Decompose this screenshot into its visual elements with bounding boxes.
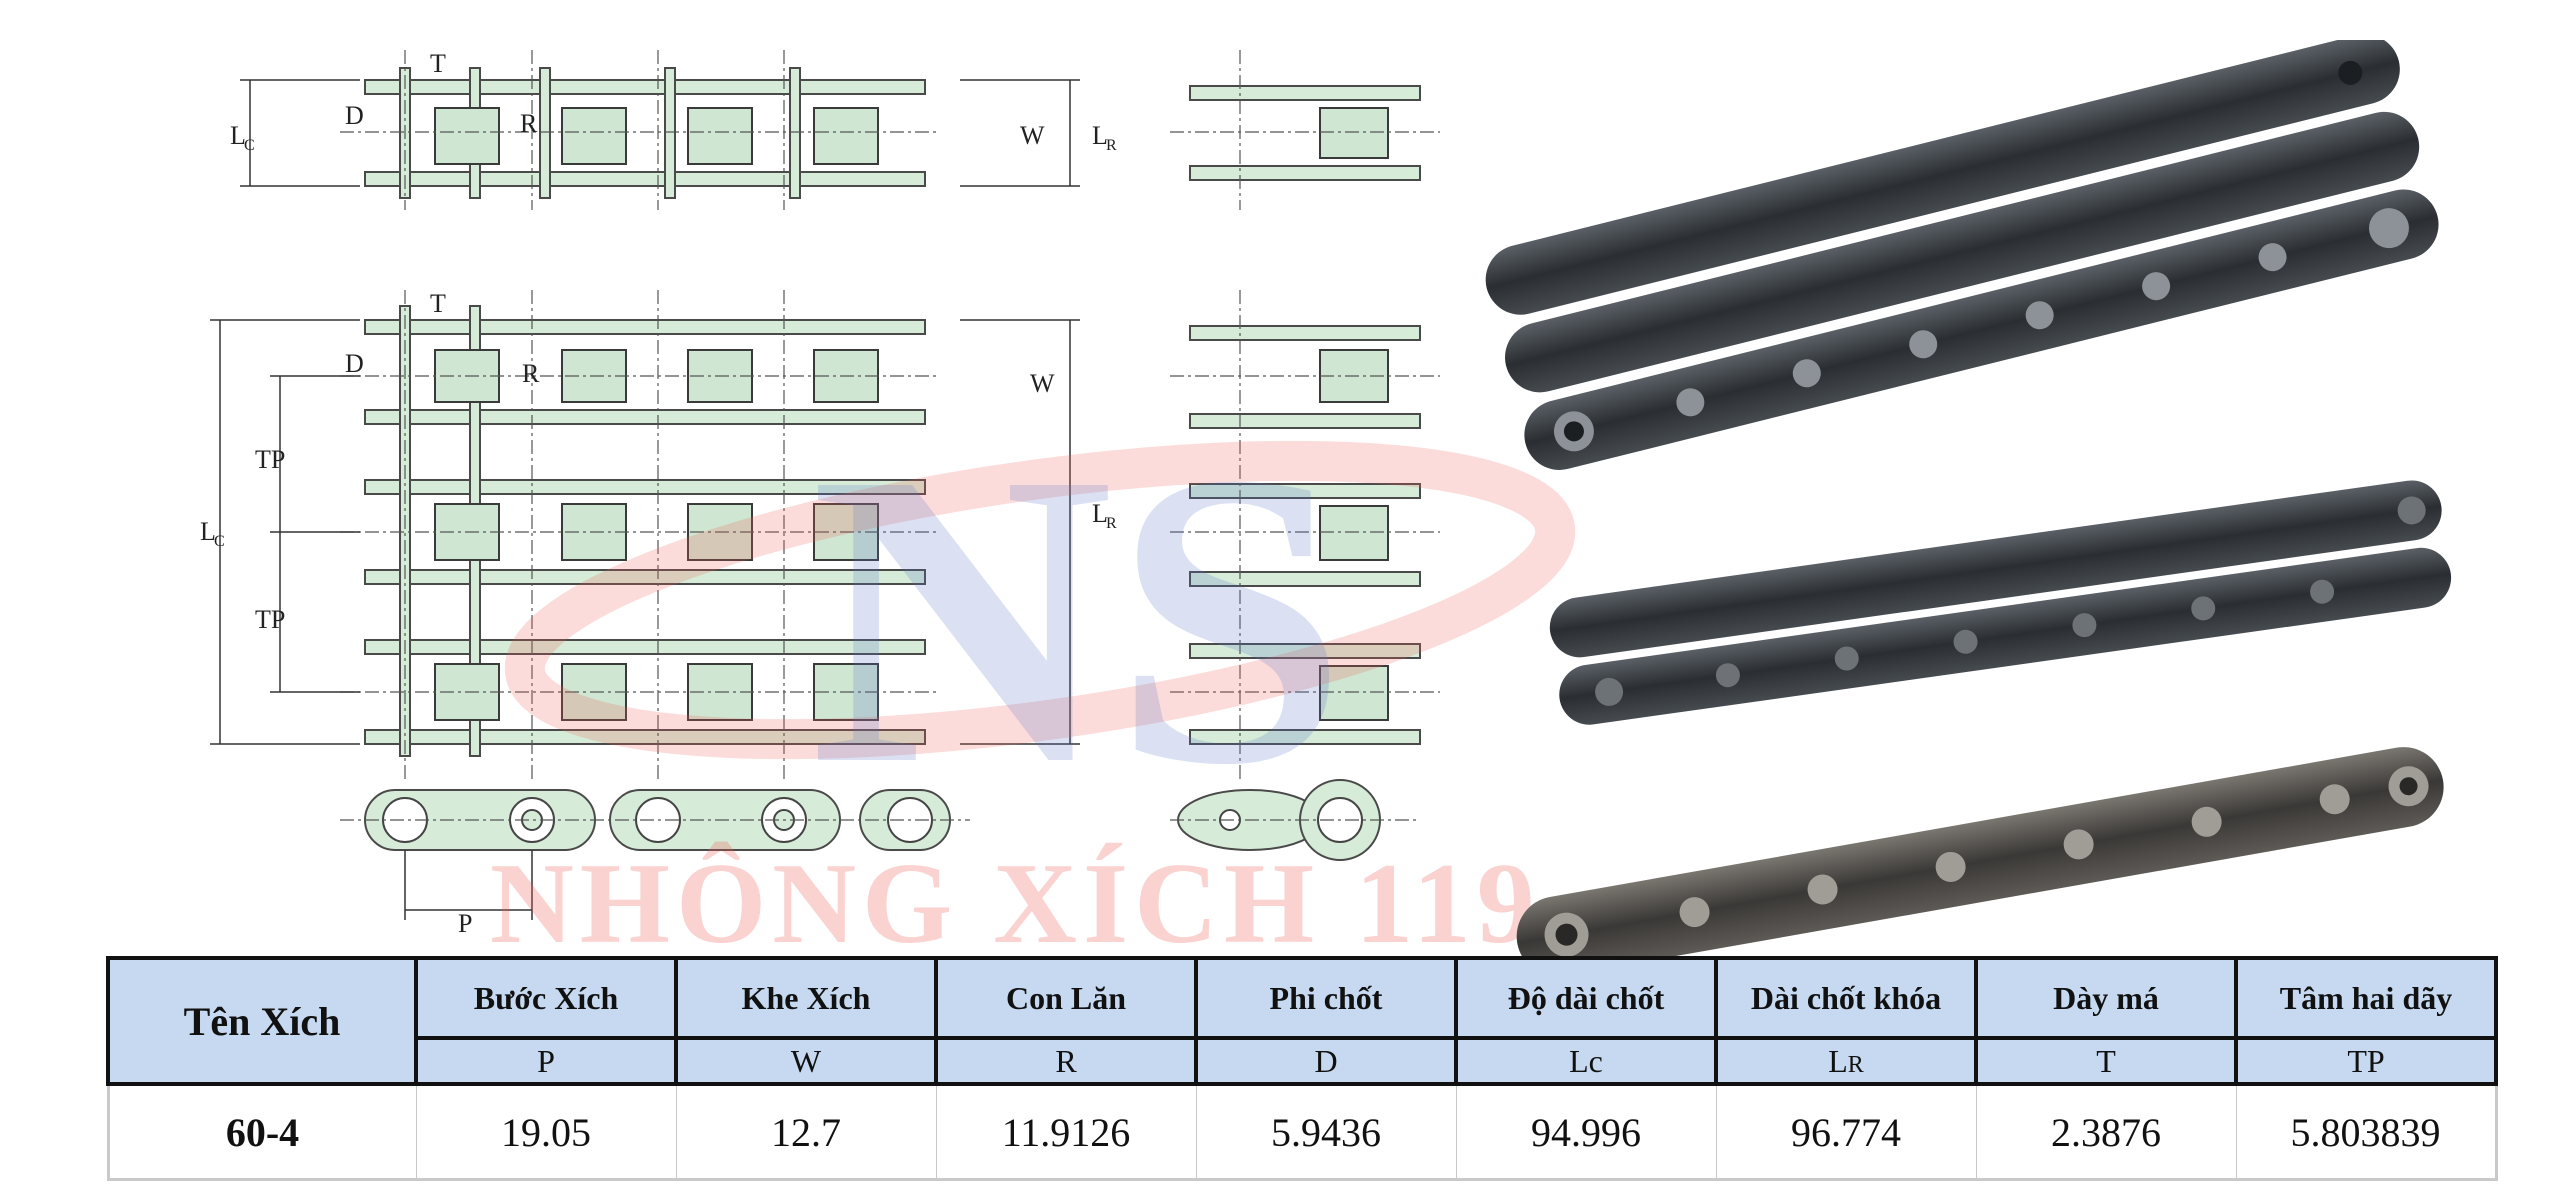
- label-lr-top: L: [1092, 121, 1108, 150]
- photo-double-strand-chain: [1549, 480, 2452, 725]
- triple-strand-plan-view: [210, 290, 940, 780]
- label-d-mid: D: [345, 349, 364, 378]
- symbol-lr-main: L: [1828, 1042, 1848, 1079]
- label-t-mid: T: [430, 289, 446, 318]
- symbol-r: R: [934, 1036, 1198, 1086]
- chain-photos: [1470, 34, 2470, 977]
- cell-lock-pin-length: 96.774: [1715, 1084, 1977, 1181]
- cell-roller: 11.9126: [935, 1084, 1197, 1181]
- header-lock-pin-length: Dài chốt khóa: [1714, 956, 1978, 1040]
- label-lr-mid-sub: R: [1106, 515, 1117, 532]
- cell-pin-diameter: 5.9436: [1195, 1084, 1457, 1181]
- label-lc-mid: L: [200, 517, 216, 546]
- label-w-mid: W: [1030, 369, 1055, 398]
- cell-pin-length: 94.996: [1455, 1084, 1717, 1181]
- symbol-tp: TP: [2234, 1036, 2498, 1086]
- technical-drawings: .pl { fill: #d6ecd8; stroke: #4a4a4a; st…: [140, 20, 1460, 940]
- chain-spec-table: Tên Xích Bước Xích Khe Xích Con Lăn Phi …: [106, 956, 2498, 1181]
- label-w-top: W: [1020, 121, 1045, 150]
- label-lc-top: L: [230, 121, 246, 150]
- header-pin-length: Độ dài chốt: [1454, 956, 1718, 1040]
- header-plate-thickness: Dày má: [1974, 956, 2238, 1040]
- single-strand-side-view: [1170, 50, 1440, 210]
- label-r-mid: R: [522, 359, 540, 388]
- symbol-w: W: [674, 1036, 938, 1086]
- label-p: P: [458, 909, 472, 938]
- header-roller: Con Lăn: [934, 956, 1198, 1040]
- label-lr-mid: L: [1092, 499, 1108, 528]
- cell-inner-width: 12.7: [675, 1084, 937, 1181]
- table-header-row: Tên Xích Bước Xích Khe Xích Con Lăn Phi …: [106, 956, 2498, 1086]
- photo-single-strand-chain: [1516, 747, 2444, 977]
- symbol-t: T: [1974, 1036, 2238, 1086]
- header-inner-width: Khe Xích: [674, 956, 938, 1040]
- label-tp-1: TP: [255, 445, 285, 474]
- table-row: 60-4 19.05 12.7 11.9126 5.9436 94.996 96…: [106, 1084, 2498, 1181]
- link-profile-view: [340, 779, 1420, 920]
- chain-dimension-diagram: .pl { fill: #d6ecd8; stroke: #4a4a4a; st…: [200, 49, 1440, 938]
- symbol-lr-sub: R: [1847, 1051, 1864, 1078]
- label-lc-top-sub: C: [244, 137, 255, 154]
- cell-plate-thickness: 2.3876: [1975, 1084, 2237, 1181]
- header-chain-name: Tên Xích: [106, 956, 418, 1086]
- cell-pitch: 19.05: [415, 1084, 677, 1181]
- symbol-d: D: [1194, 1036, 1458, 1086]
- label-r-top: R: [520, 109, 538, 138]
- triple-strand-side-view: [1170, 290, 1440, 780]
- label-lr-top-sub: R: [1106, 137, 1117, 154]
- table-symbol-row: P W R D Lc LR T TP: [108, 1036, 2498, 1086]
- label-lc-mid-sub: C: [214, 533, 225, 550]
- label-d-top: D: [345, 101, 364, 130]
- label-t-top: T: [430, 49, 446, 78]
- cell-transverse-pitch: 5.803839: [2235, 1084, 2498, 1181]
- header-pitch: Bước Xích: [414, 956, 678, 1040]
- label-tp-2: TP: [255, 605, 285, 634]
- watermark-text: NHÔNG XÍCH 119: [490, 840, 1541, 968]
- header-transverse-pitch: Tâm hai dãy: [2234, 956, 2498, 1040]
- header-pin-diameter: Phi chốt: [1194, 956, 1458, 1040]
- symbol-lr: LR: [1714, 1036, 1978, 1086]
- symbol-lc: Lc: [1454, 1036, 1718, 1086]
- watermark-logo: NS: [480, 360, 1600, 851]
- single-strand-plan-view: [240, 50, 940, 210]
- photo-triple-strand-chain: [1485, 34, 2439, 470]
- cell-chain-name: 60-4: [106, 1084, 417, 1181]
- watermark-logo-text: NS: [810, 386, 1347, 800]
- symbol-p: P: [414, 1036, 678, 1086]
